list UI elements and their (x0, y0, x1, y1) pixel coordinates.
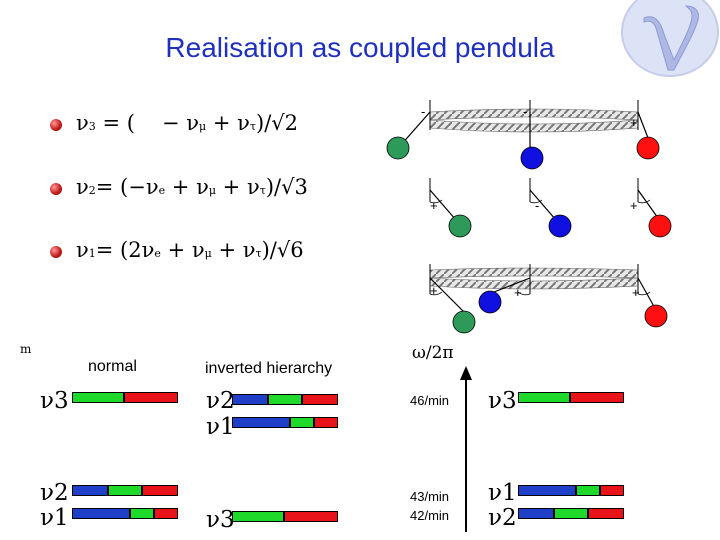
rate-42: 42/min (410, 508, 450, 523)
sign-r2-a: + (430, 198, 438, 213)
rate-46: 46/min (410, 393, 450, 408)
bullet-icon (50, 183, 62, 195)
bullet-icon (50, 119, 62, 131)
equation-nu3-rest: − νμ + ντ)/√2 (162, 111, 299, 135)
inverted-nu1-label: ν1 (206, 414, 235, 440)
bar-segment (588, 508, 624, 519)
freq-nu2-label: ν2 (488, 505, 517, 531)
normal-nu2-label: ν2 (40, 480, 69, 506)
sign-r1-b: - (523, 104, 528, 119)
bar-segment (72, 485, 108, 496)
equation-nu2: ν2= (−νe + νμ + ντ)/√3 (76, 175, 308, 199)
bar-segment (314, 417, 338, 428)
pendulum-row-2 (429, 178, 672, 238)
mass-axis-label: m (20, 342, 32, 356)
inverted-nu3-label: ν3 (206, 507, 235, 533)
sign-r1-c: + (630, 115, 638, 130)
coupled-pendula-diagram (386, 100, 672, 334)
bar-segment (570, 392, 624, 403)
bar-segment (130, 508, 154, 519)
sign-r3-c: + (632, 285, 640, 300)
pendulum-row-3 (429, 264, 668, 334)
sign-r3-b: + (514, 285, 522, 300)
bar-segment (576, 485, 600, 496)
sign-r1-a: - (421, 104, 426, 119)
bar-segment (518, 392, 570, 403)
bar-segment (290, 417, 314, 428)
inverted-nu2-label: ν2 (206, 388, 235, 414)
bar-segment (268, 394, 302, 405)
freq-nu1-label: ν1 (488, 480, 517, 506)
equation-nu3: ν3 = ( (76, 111, 135, 135)
bar-segment (600, 485, 624, 496)
normal-nu1-label: ν1 (40, 505, 69, 531)
sign-r3-a: + (430, 283, 438, 298)
omega-label: ω/2π (412, 343, 454, 363)
bar-segment (124, 392, 178, 403)
bar-segment (232, 417, 290, 428)
nu-logo (618, 0, 720, 78)
normal-label: normal (88, 358, 137, 375)
bar-segment (554, 508, 588, 519)
page-title: Realisation as coupled pendula (165, 32, 555, 63)
sign-r2-c: + (630, 198, 638, 213)
bullet-icon (50, 246, 62, 258)
bar-segment (142, 485, 178, 496)
bar-segment (154, 508, 178, 519)
sign-r2-b: - (535, 198, 540, 213)
freq-nu3-label: ν3 (488, 388, 517, 414)
bar-segment (108, 485, 142, 496)
bar-segment (518, 508, 554, 519)
equation-nu1: ν1= (2νe + νμ + ντ)/√6 (76, 238, 304, 262)
bar-segment (232, 394, 268, 405)
bar-segment (284, 511, 338, 522)
bar-segment (72, 392, 124, 403)
frequency-axis-arrow (460, 366, 472, 532)
rate-43: 43/min (410, 489, 450, 504)
normal-nu3-label: ν3 (40, 388, 69, 414)
bar-segment (518, 485, 576, 496)
bar-segment (302, 394, 338, 405)
bar-segment (72, 508, 130, 519)
inverted-label: inverted hierarchy (205, 360, 333, 377)
bar-segment (232, 511, 284, 522)
pendulum-row-1 (386, 100, 660, 170)
